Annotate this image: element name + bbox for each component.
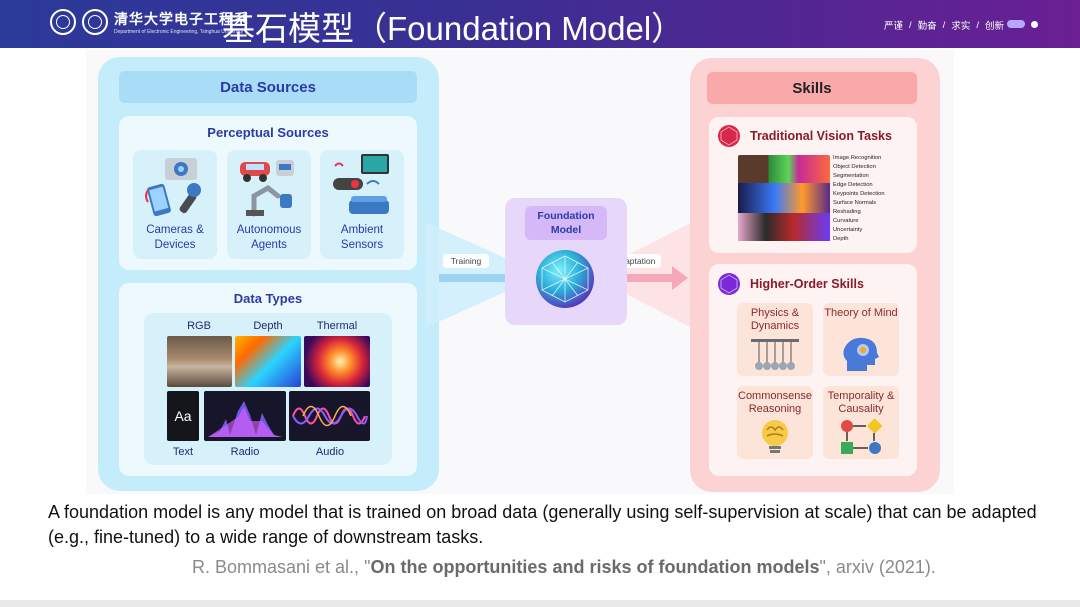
audio-image bbox=[289, 391, 370, 441]
motto-separator: / bbox=[942, 19, 946, 31]
sphere-network-icon bbox=[536, 250, 594, 308]
training-label: Training bbox=[443, 254, 489, 268]
data-type-label: Radio bbox=[230, 446, 260, 458]
tile-label: Autonomous Agents bbox=[236, 224, 302, 251]
higher-skills-title: Higher-Order Skills bbox=[750, 277, 864, 291]
data-type-label: Thermal bbox=[316, 320, 358, 332]
skills-title: Skills bbox=[707, 72, 917, 104]
newtons-cradle-icon bbox=[751, 339, 799, 370]
training-flow-arrow bbox=[425, 222, 529, 328]
bottom-divider bbox=[0, 600, 1080, 607]
page-dot-indicator[interactable] bbox=[1031, 21, 1038, 28]
seal-icon-secondary bbox=[82, 9, 108, 35]
skill-label: Physics & Dynamics bbox=[750, 307, 800, 332]
adaptation-flow-arrow bbox=[608, 218, 700, 332]
citation-authors: R. Bommasani et al., " bbox=[192, 557, 371, 577]
vision-task-item: Uncertainty bbox=[833, 227, 863, 233]
data-type-label: Text bbox=[172, 446, 194, 458]
citation: R. Bommasani et al., "On the opportuniti… bbox=[192, 557, 936, 578]
physics-dynamics-tile: Physics & Dynamics bbox=[737, 303, 813, 376]
header-bar: 清华大学电子工程系 Department of Electronic Engin… bbox=[0, 0, 1080, 48]
text-glyph-image: Aa bbox=[167, 391, 199, 441]
vision-task-item: Keypoints Detection bbox=[833, 191, 885, 197]
toggle-switch[interactable] bbox=[1007, 20, 1025, 28]
depth-image bbox=[235, 336, 301, 387]
camera-icon bbox=[145, 158, 201, 217]
logo-subtext: Department of Electronic Engineering, Ts… bbox=[114, 29, 244, 35]
motto-separator: / bbox=[976, 19, 979, 31]
sensor-icon bbox=[333, 154, 389, 214]
motto-word: 创新 bbox=[984, 21, 1004, 32]
skill-label: Temporality & Causality bbox=[827, 390, 895, 415]
vision-task-item: Image Recognition bbox=[833, 155, 882, 161]
vision-task-item: Surface Normals bbox=[833, 200, 877, 206]
vision-task-item: Reshading bbox=[833, 209, 861, 215]
causal-flow-icon bbox=[841, 418, 883, 454]
thermal-image bbox=[304, 336, 370, 387]
theory-of-mind-tile: Theory of Mind bbox=[823, 303, 899, 376]
foundation-model-label: Foundation Model bbox=[525, 206, 607, 240]
mind-head-icon bbox=[843, 337, 879, 371]
vision-tasks-image bbox=[738, 155, 830, 241]
cameras-devices-tile: Cameras & Devices bbox=[133, 150, 217, 259]
vision-task-item: Edge Detection bbox=[833, 182, 873, 188]
robot-car-icon bbox=[240, 160, 294, 217]
definition-caption: A foundation model is any model that is … bbox=[48, 502, 1037, 547]
perceptual-sources-title: Perceptual Sources bbox=[207, 125, 329, 140]
autonomous-agents-tile: Autonomous Agents bbox=[227, 150, 311, 259]
rgb-image bbox=[167, 336, 232, 387]
vision-task-list: Image Recognition Object Detection Segme… bbox=[833, 154, 885, 244]
logo-text: 清华大学电子工程系 bbox=[114, 12, 249, 28]
ambient-sensors-tile: Ambient Sensors bbox=[320, 150, 404, 259]
higher-skills-sphere-icon bbox=[718, 273, 740, 295]
university-logo: 清华大学电子工程系 Department of Electronic Engin… bbox=[50, 9, 249, 35]
tile-label: Cameras & Devices bbox=[146, 224, 204, 251]
vision-task-item: Depth bbox=[833, 236, 849, 242]
citation-paper-title: On the opportunities and risks of founda… bbox=[370, 557, 820, 577]
temporality-causality-tile: Temporality & Causality bbox=[823, 386, 899, 459]
lightbulb-brain-icon bbox=[762, 420, 788, 453]
motto-nav: 严谨 / 勤奋 / 求实 / 创新 bbox=[884, 18, 1004, 33]
vision-task-item: Object Detection bbox=[833, 164, 876, 170]
slide-title: 基石模型（Foundation Model） bbox=[222, 10, 685, 47]
vision-task-item: Segmentation bbox=[833, 173, 869, 179]
vision-task-item: Curvature bbox=[833, 218, 859, 224]
data-type-label: Depth bbox=[253, 320, 283, 332]
vision-tasks-title: Traditional Vision Tasks bbox=[750, 129, 892, 143]
skill-label: Commonsense Reasoning bbox=[738, 390, 812, 415]
radio-image bbox=[204, 391, 286, 441]
data-type-label: Audio bbox=[315, 446, 345, 458]
data-type-label: RGB bbox=[187, 320, 211, 332]
skill-label: Theory of Mind bbox=[824, 307, 898, 319]
motto-separator: / bbox=[909, 19, 912, 31]
motto-word: 求实 bbox=[951, 21, 971, 32]
vision-sphere-icon bbox=[718, 125, 740, 147]
commonsense-reasoning-tile: Commonsense Reasoning bbox=[737, 386, 813, 459]
data-sources-title: Data Sources bbox=[119, 71, 417, 103]
tile-label: Ambient Sensors bbox=[340, 224, 384, 251]
motto-word: 严谨 bbox=[884, 21, 904, 32]
seal-icon bbox=[50, 9, 76, 35]
data-types-title: Data Types bbox=[233, 291, 303, 306]
citation-venue: ", arxiv (2021). bbox=[819, 557, 936, 577]
motto-word: 勤奋 bbox=[917, 21, 937, 32]
